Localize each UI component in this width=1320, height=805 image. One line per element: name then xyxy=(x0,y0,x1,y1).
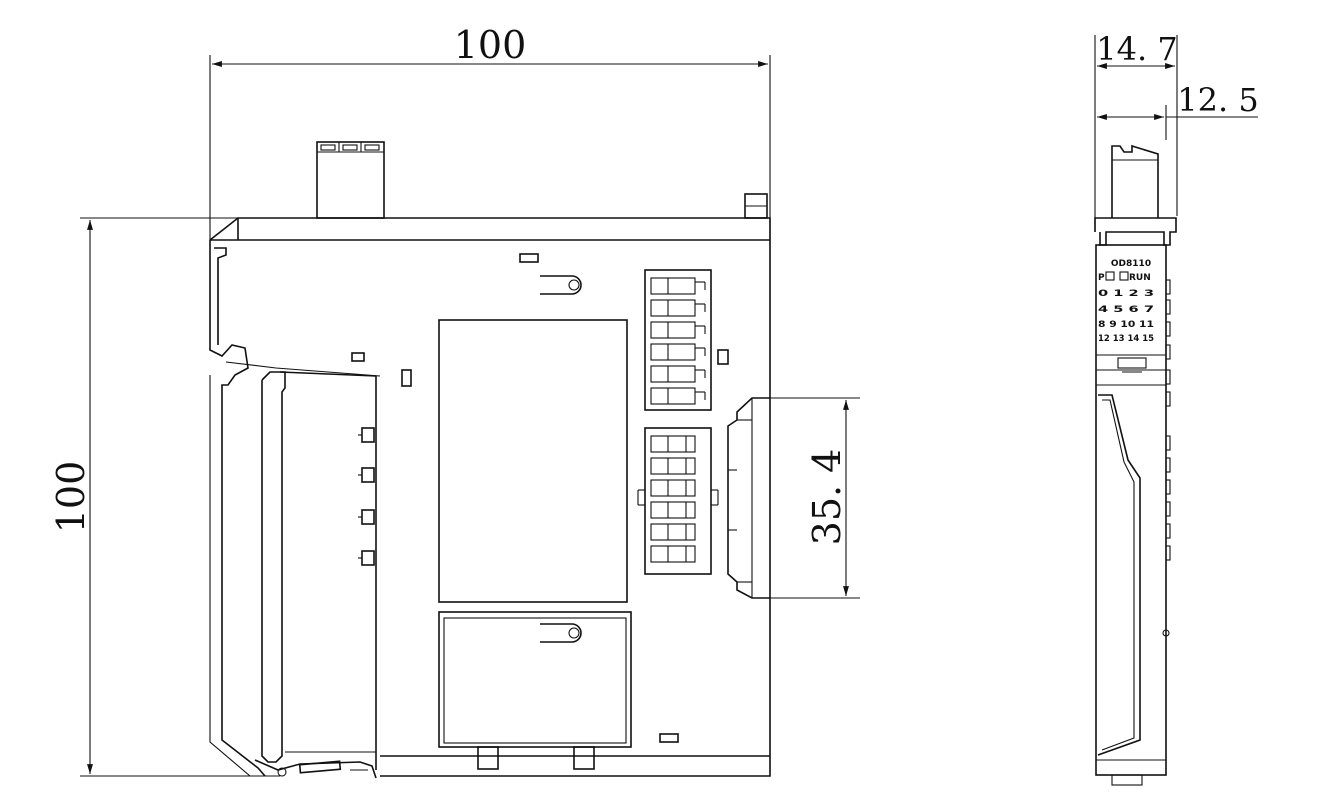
dimension-rail-height: 35. 4 xyxy=(770,397,860,599)
terminal-block-2 xyxy=(637,427,719,575)
bottom-clips xyxy=(254,759,377,779)
led-indicator-1 xyxy=(358,427,375,443)
led-indicator-2 xyxy=(358,467,375,483)
front-view: 100 100 xyxy=(49,23,860,779)
led-box-p xyxy=(1105,271,1115,281)
front-cover xyxy=(261,371,377,770)
led-label-p: P xyxy=(1098,273,1105,283)
slot-top xyxy=(519,253,539,263)
channel-row-1: 0 1 2 3 xyxy=(1098,289,1154,299)
dimension-label-side-outer: 14. 7 xyxy=(1096,30,1177,68)
dimension-label-front-height: 100 xyxy=(49,461,93,534)
top-connector xyxy=(316,141,385,219)
slot-bottom xyxy=(659,733,679,743)
lower-cover xyxy=(438,611,632,770)
dimension-label-side-inner: 12. 5 xyxy=(1177,81,1258,119)
slot-right xyxy=(717,349,729,365)
dimension-label-rail-height: 35. 4 xyxy=(805,449,849,546)
side-housing xyxy=(1094,217,1177,786)
din-rail-clamp xyxy=(727,397,770,599)
channel-row-4: 12 13 14 15 xyxy=(1098,334,1154,344)
side-top-connector xyxy=(1111,144,1159,218)
dimension-front-width: 100 xyxy=(209,23,771,245)
led-indicator-4 xyxy=(358,550,375,566)
dimension-front-height: 100 xyxy=(49,217,280,777)
top-right-latch xyxy=(744,193,768,219)
side-edge-tabs xyxy=(1162,279,1171,637)
screw-bottom xyxy=(540,623,582,643)
dimension-side-outer: 14. 7 xyxy=(1094,30,1178,232)
terminal-block-1 xyxy=(644,269,712,411)
dimension-label-front-width: 100 xyxy=(454,23,527,67)
screw-top xyxy=(540,275,582,295)
led-label-run: RUN xyxy=(1129,273,1151,283)
side-status-labels: OD8110 P RUN 0 1 2 3 4 5 6 7 8 9 10 11 1… xyxy=(1098,259,1154,344)
channel-row-3: 8 9 10 11 xyxy=(1098,320,1154,330)
main-housing xyxy=(209,217,771,777)
channel-row-2: 4 5 6 7 xyxy=(1098,305,1154,315)
slot-mid xyxy=(401,369,412,387)
side-view: 14. 7 12. 5 xyxy=(1094,30,1259,786)
label-panel xyxy=(438,319,628,603)
slot-left xyxy=(351,352,365,362)
led-indicator-3 xyxy=(358,509,375,525)
led-box-run xyxy=(1119,271,1129,281)
model-label: OD8110 xyxy=(1111,259,1151,269)
dimension-side-inner: 12. 5 xyxy=(1097,81,1259,140)
